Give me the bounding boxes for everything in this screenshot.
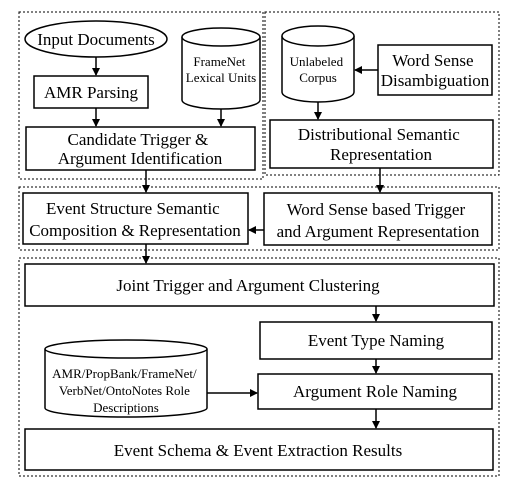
distributional-semantic-representation-label: Distributional Semantic Representation — [298, 125, 464, 164]
distributional-semantic-representation-node — [269, 119, 494, 169]
input-documents-label: Input Documents — [37, 30, 155, 49]
group-panel-left-top — [18, 11, 264, 180]
event-structure-semantic-composition-label: Event Structure Semantic Composition & R… — [29, 199, 241, 240]
framenet-lexical-units-label: FrameNet Lexical Units — [186, 54, 256, 85]
word-sense-trigger-argument-label: Word Sense based Trigger and Argument Re… — [277, 200, 480, 241]
event-type-naming-label: Event Type Naming — [308, 331, 445, 350]
unlabeled-corpus-label: Unlabeled Corpus — [290, 54, 347, 85]
candidate-trigger-identification-label: Candidate Trigger & Argument Identificat… — [58, 130, 223, 168]
event-type-naming-node — [259, 321, 493, 360]
amr-parsing-label: AMR Parsing — [44, 83, 138, 102]
role-descriptions-label: AMR/PropBank/FrameNet/ VerbNet/OntoNotes… — [52, 366, 200, 415]
joint-trigger-argument-clustering-label: Joint Trigger and Argument Clustering — [116, 276, 380, 295]
candidate-trigger-identification-node — [25, 126, 256, 171]
event-schema-results-label: Event Schema & Event Extraction Results — [114, 441, 402, 460]
group-panel-middle — [18, 186, 500, 251]
argument-role-naming-node — [257, 373, 493, 410]
event-structure-semantic-composition-node — [22, 192, 249, 245]
role-descriptions-node — [44, 339, 208, 418]
word-sense-disambiguation-label: Word Sense Disambiguation — [381, 51, 490, 90]
word-sense-trigger-argument-node — [263, 192, 493, 246]
unlabeled-corpus-node — [281, 25, 355, 103]
argument-role-naming-label: Argument Role Naming — [293, 382, 457, 401]
word-sense-disambiguation-node — [377, 44, 493, 96]
joint-trigger-argument-clustering-node — [24, 263, 495, 307]
amr-parsing-node — [33, 75, 149, 109]
group-panel-bottom — [18, 257, 500, 477]
event-schema-results-node — [24, 428, 494, 471]
group-panel-right-top — [264, 11, 500, 176]
